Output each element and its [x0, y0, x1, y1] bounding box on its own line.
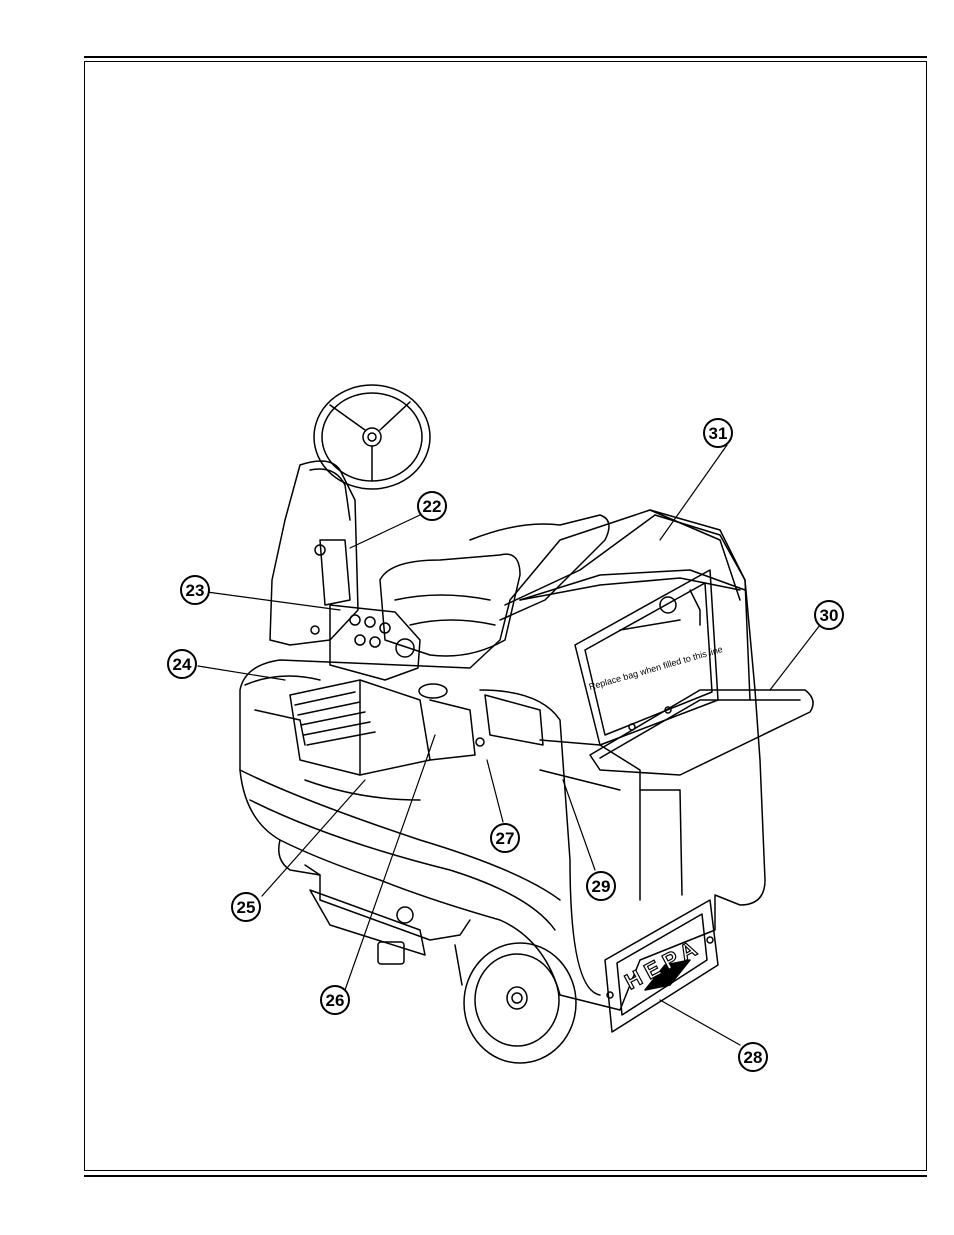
svg-text:26: 26	[326, 991, 345, 1010]
hopper	[505, 515, 750, 745]
svg-text:30: 30	[820, 606, 839, 625]
svg-text:27: 27	[496, 829, 515, 848]
svg-text:23: 23	[186, 581, 205, 600]
callout-24: 24	[168, 650, 196, 678]
callout-28: 28	[739, 1043, 767, 1071]
rear-wheel	[464, 943, 576, 1063]
filter-panel	[590, 690, 813, 775]
callout-31: 31	[704, 419, 732, 447]
svg-text:22: 22	[423, 497, 442, 516]
svg-text:29: 29	[592, 877, 611, 896]
callout-27: 27	[491, 824, 519, 852]
cup-holder	[419, 684, 447, 698]
chassis	[279, 840, 470, 985]
callout-30: 30	[815, 601, 843, 629]
callout-29: 29	[587, 872, 615, 900]
callout-26: 26	[321, 986, 349, 1014]
svg-text:28: 28	[744, 1048, 763, 1067]
control-panel	[330, 605, 420, 680]
svg-text:25: 25	[237, 898, 256, 917]
callout-23: 23	[181, 576, 209, 604]
callout-22: 22	[418, 492, 446, 520]
machine-body	[240, 510, 765, 1010]
svg-text:24: 24	[173, 655, 192, 674]
callout-25: 25	[232, 893, 260, 921]
battery-pack	[245, 676, 484, 775]
seat	[380, 515, 609, 656]
steering-wheel	[314, 385, 430, 489]
steering-column	[270, 461, 358, 645]
bag-decal-text: Replace bag when filled to this line	[588, 644, 724, 692]
svg-text:31: 31	[709, 424, 728, 443]
